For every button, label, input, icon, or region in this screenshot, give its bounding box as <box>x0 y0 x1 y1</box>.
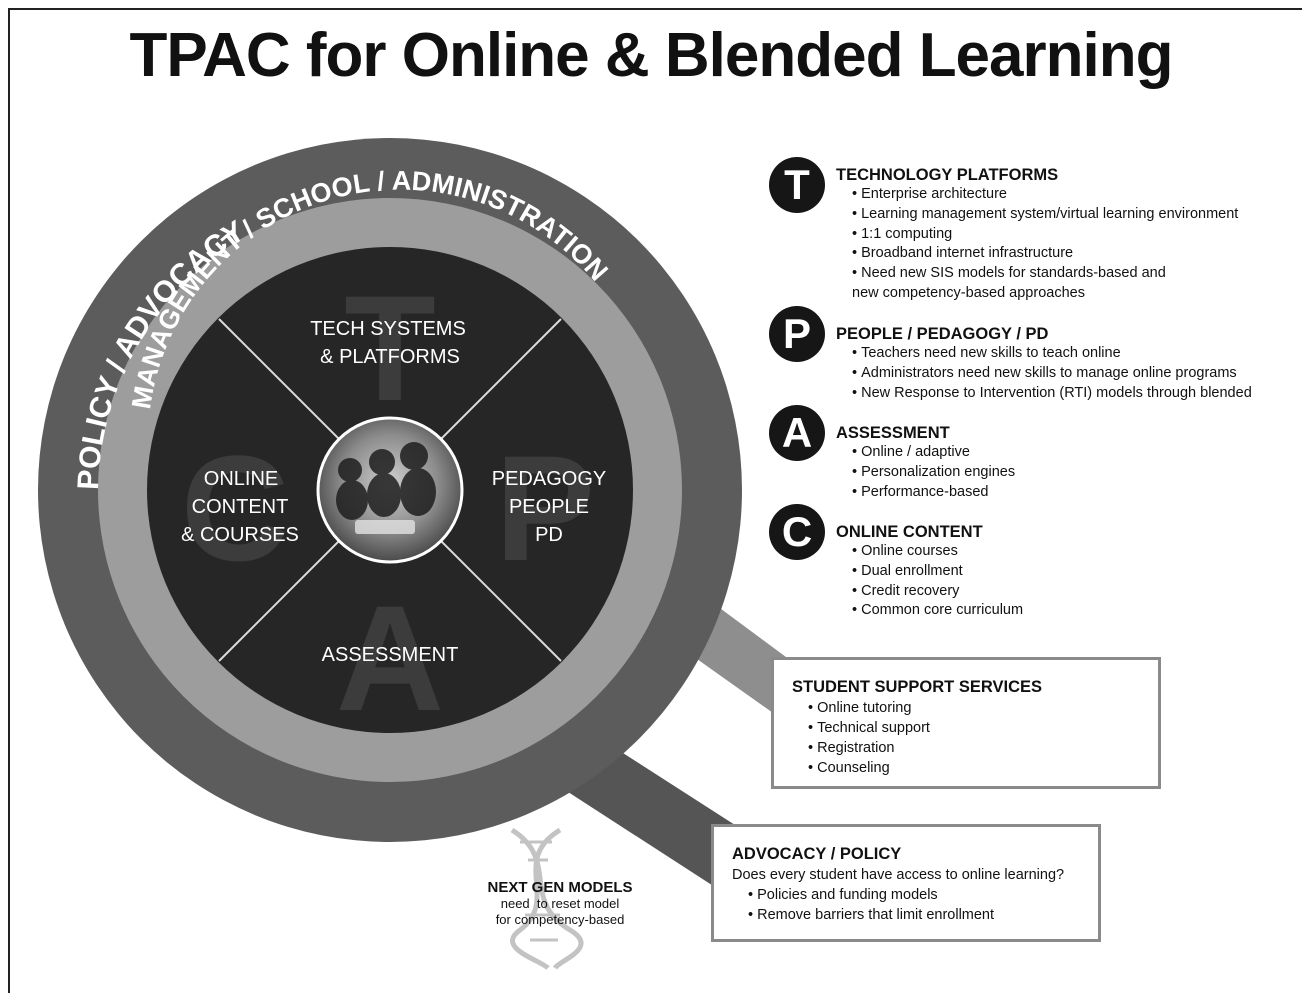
list-item: Technical support <box>808 718 1140 738</box>
quadrant-left-line3: & COURSES <box>181 524 299 546</box>
advocacy-callout-wedge <box>565 735 735 900</box>
advocacy-policy-box: ADVOCACY / POLICY Does every student hav… <box>711 824 1101 942</box>
section-people-pedagogy: PEOPLE / PEDAGOGY / PD Teachers need new… <box>836 324 1296 403</box>
next-gen-heading: NEXT GEN MODELS <box>487 879 633 896</box>
section-assessment: ASSESSMENT Online / adaptive Personaliza… <box>836 423 1296 502</box>
watermark-letter-c: C <box>181 424 289 592</box>
badge-p-icon: P <box>769 306 825 362</box>
section-heading: ASSESSMENT <box>836 424 950 442</box>
watermark-letter-p: P <box>495 424 595 592</box>
dna-helix-icon <box>510 827 584 970</box>
list-item: Registration <box>808 738 1140 758</box>
quadrant-bottom-line1: ASSESSMENT <box>322 644 459 666</box>
list-item: Performance-based <box>852 483 1296 503</box>
advocacy-heading: ADVOCACY / POLICY <box>732 845 902 863</box>
list-item: Credit recovery <box>852 582 1296 602</box>
next-gen-models: NEXT GEN MODELS need to reset model for … <box>450 880 670 928</box>
next-gen-line2: for competency-based <box>495 912 625 927</box>
list-item: Learning management system/virtual learn… <box>852 205 1296 225</box>
next-gen-line1: need to reset model <box>500 896 620 911</box>
quadrant-right-line2: PEOPLE <box>509 496 589 518</box>
section-online-content: ONLINE CONTENT Online courses Dual enrol… <box>836 522 1296 621</box>
list-item: Enterprise architecture <box>852 185 1296 205</box>
list-item: Common core curriculum <box>852 601 1296 621</box>
list-item: Broadband internet infrastructure <box>852 244 1296 264</box>
quadrant-left-line1: ONLINE <box>204 468 278 490</box>
list-item: Counseling <box>808 758 1140 778</box>
list-item: Administrators need new skills to manage… <box>852 364 1296 384</box>
quadrant-right-line3: PD <box>535 524 563 546</box>
student-support-heading: STUDENT SUPPORT SERVICES <box>792 678 1042 696</box>
quadrant-right-line1: PEDAGOGY <box>492 468 606 490</box>
list-item: Personalization engines <box>852 463 1296 483</box>
advocacy-question: Does every student have access to online… <box>732 867 1065 883</box>
quadrant-top-line2: & PLATFORMS <box>320 346 460 368</box>
list-item: Teachers need new skills to teach online <box>852 344 1296 364</box>
list-item: 1:1 computing <box>852 225 1296 245</box>
badge-a-icon: A <box>769 405 825 461</box>
watermark-letter-t: T <box>344 264 436 432</box>
list-item: Need new SIS models for standards-based … <box>852 264 1182 304</box>
list-item: Dual enrollment <box>852 562 1296 582</box>
list-item: Policies and funding models <box>748 885 1080 905</box>
section-technology-platforms: TECHNOLOGY PLATFORMS Enterprise architec… <box>836 165 1296 304</box>
student-support-box: STUDENT SUPPORT SERVICES Online tutoring… <box>771 657 1161 789</box>
list-item: Online / adaptive <box>852 443 1296 463</box>
badge-c-icon: C <box>769 504 825 560</box>
section-heading: ONLINE CONTENT <box>836 523 983 541</box>
quadrant-top-line1: TECH SYSTEMS <box>310 318 466 340</box>
students-photo-illustration <box>336 442 436 534</box>
page-title: TPAC for Online & Blended Learning <box>129 21 1173 90</box>
list-item: Online courses <box>852 542 1296 562</box>
badge-t-icon: T <box>769 157 825 213</box>
quadrant-left-line2: CONTENT <box>192 496 289 518</box>
list-item: Remove barriers that limit enrollment <box>748 905 1080 925</box>
page-frame <box>8 8 1302 993</box>
list-item: Online tutoring <box>808 698 1140 718</box>
section-heading: TECHNOLOGY PLATFORMS <box>836 166 1059 184</box>
section-heading: PEOPLE / PEDAGOGY / PD <box>836 325 1049 343</box>
watermark-letter-a: A <box>336 574 444 742</box>
list-item: New Response to Intervention (RTI) model… <box>852 384 1296 404</box>
